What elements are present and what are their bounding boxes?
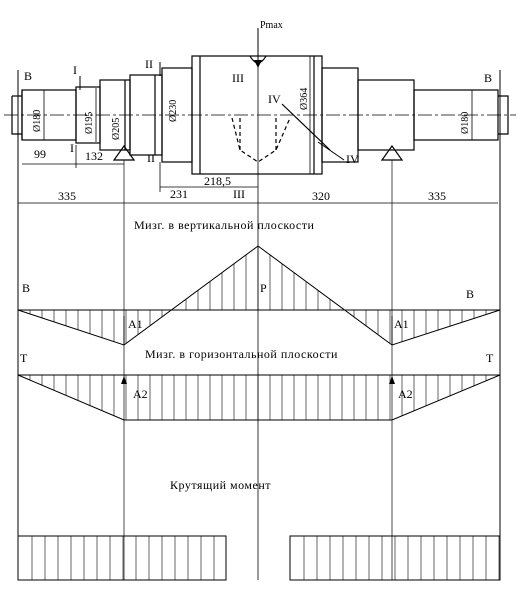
support-right-icon bbox=[380, 144, 404, 161]
vertical-moment-diagram bbox=[17, 245, 501, 346]
d195-label: Ø195 bbox=[84, 112, 95, 134]
P-label: P bbox=[260, 281, 267, 295]
frame-lines bbox=[17, 70, 501, 580]
dim-132: 132 bbox=[85, 149, 103, 163]
caption-horizontal: Мизг. в горизонтальной плоскости bbox=[145, 347, 338, 361]
torque-diagram bbox=[17, 535, 501, 581]
section-I-bottom: I bbox=[70, 141, 74, 155]
A2-right: A2 bbox=[398, 387, 413, 401]
dim-335-right: 335 bbox=[428, 189, 446, 203]
dim-320: 320 bbox=[312, 189, 330, 203]
d364-label: Ø364 bbox=[299, 88, 310, 110]
caption-torque: Крутящий момент bbox=[170, 478, 271, 492]
pmax-label: Pmax bbox=[260, 20, 283, 31]
section-II-top: II bbox=[145, 57, 153, 71]
horizontal-moment-diagram bbox=[17, 374, 501, 421]
support-left-icon bbox=[112, 144, 136, 161]
T-right: T bbox=[486, 351, 494, 365]
d180-left-label: Ø180 bbox=[32, 110, 43, 132]
dim-218-5: 218,5 bbox=[204, 174, 231, 188]
dim-335-left: 335 bbox=[58, 189, 76, 203]
vertical-moment-hatch bbox=[29, 246, 487, 344]
pmax-arrow-icon bbox=[254, 60, 262, 68]
d180-right-label: Ø180 bbox=[460, 112, 471, 134]
B-right-top: B bbox=[484, 71, 492, 85]
A1-right: A1 bbox=[394, 317, 409, 331]
B-left-vertical: B bbox=[22, 281, 30, 295]
section-I-top: I bbox=[73, 63, 77, 77]
caption-vertical: Мизг. в вертикальной плоскости bbox=[134, 218, 315, 232]
arrow-A2-right-icon bbox=[389, 376, 395, 384]
dim-231: 231 bbox=[170, 187, 188, 201]
section-III-bottom: III bbox=[233, 187, 245, 201]
A1-left: A1 bbox=[128, 317, 143, 331]
B-left-top: B bbox=[24, 69, 32, 83]
dim-99: 99 bbox=[34, 147, 46, 161]
horizontal-moment-hatch bbox=[29, 375, 487, 420]
d230-label: Ø230 bbox=[168, 100, 179, 122]
A2-left: A2 bbox=[133, 387, 148, 401]
section-IV-bottom: IV bbox=[346, 152, 359, 166]
dimension-lines bbox=[18, 145, 498, 204]
section-III-top: III bbox=[232, 71, 244, 85]
arrow-A2-left-icon bbox=[121, 376, 127, 384]
B-right-vertical: B bbox=[466, 287, 474, 301]
section-IV-top: IV bbox=[268, 92, 281, 106]
d205-label: Ø205 bbox=[111, 118, 122, 140]
section-II-bottom: II bbox=[147, 151, 155, 165]
torque-hatch bbox=[31, 536, 500, 580]
T-left: T bbox=[20, 351, 28, 365]
